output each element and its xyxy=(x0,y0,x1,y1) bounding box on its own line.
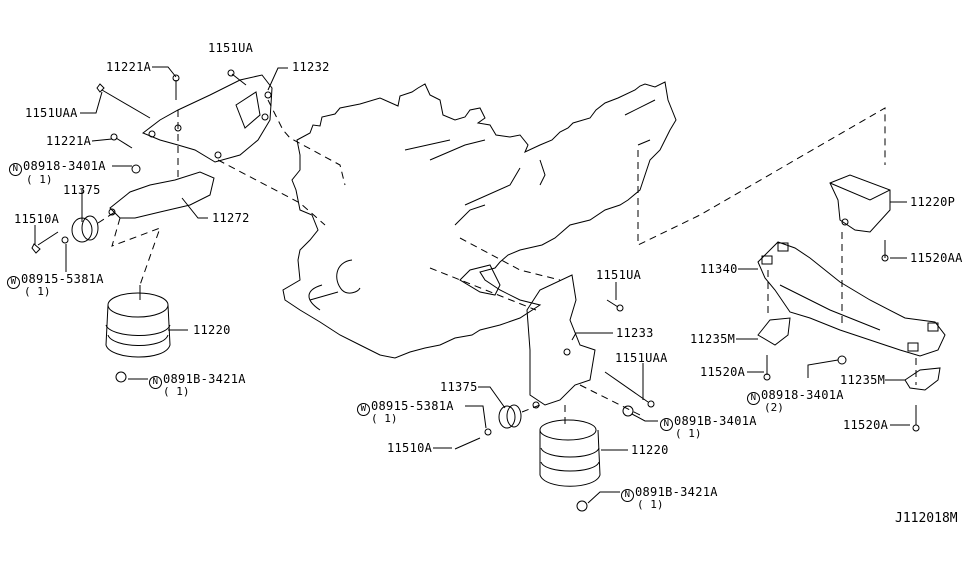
engine-assembly xyxy=(282,81,677,359)
callout-label: 1151UA xyxy=(208,41,254,55)
callout-label: 11232 xyxy=(292,60,330,74)
nut-symbol-icon: N xyxy=(747,392,760,405)
callout-label: 11340 xyxy=(700,262,738,276)
callout-label: 11510A xyxy=(14,212,60,226)
washer-symbol-icon: W xyxy=(7,276,20,289)
nut-symbol-icon: N xyxy=(149,376,162,389)
quantity: ( 1) xyxy=(675,427,702,440)
callout-label: 11220 xyxy=(631,443,669,457)
part-number: 08915-5381A xyxy=(371,399,454,413)
callout-label: 11510A xyxy=(387,441,433,455)
mount-11220-right xyxy=(539,419,601,512)
part-number: 0891B-3421A xyxy=(635,485,718,499)
quantity: ( 1) xyxy=(637,498,664,511)
nut-symbol-icon: N xyxy=(660,418,673,431)
callout-label: 11520A xyxy=(700,365,746,379)
quantity: ( 1) xyxy=(24,285,51,298)
callout-label: 11375 xyxy=(440,380,478,394)
callout-label: 11233 xyxy=(616,326,654,340)
diagram-reference-code: J112018M xyxy=(895,511,958,526)
callout-label: 11520A xyxy=(843,418,889,432)
quantity: ( 1) xyxy=(371,412,398,425)
quantity: ( 1) xyxy=(26,173,53,186)
bracket-11232 xyxy=(142,74,273,163)
crossmember-11340 xyxy=(757,241,946,357)
callout-label: 1151UA xyxy=(596,268,642,282)
part-number: 08915-5381A xyxy=(21,272,104,286)
callout-label: 11221A xyxy=(106,60,152,74)
quantity: (2) xyxy=(764,401,784,414)
part-number: 08918-3401A xyxy=(761,388,844,402)
callout-label: 11235M xyxy=(690,332,736,346)
callout-label: 11221A xyxy=(46,134,92,148)
mount-11220-left xyxy=(105,285,171,383)
nut-symbol-icon: N xyxy=(9,163,22,176)
callout-label: 11220P xyxy=(910,195,956,209)
part-number: 0891B-3421A xyxy=(163,372,246,386)
part-number: 0891B-3401A xyxy=(674,414,757,428)
nut-symbol-icon: N xyxy=(621,489,634,502)
callout-label: 11235M xyxy=(840,373,886,387)
insulator-11272 xyxy=(108,171,215,219)
mount-11220P xyxy=(829,174,891,233)
callout-label: 11520AA xyxy=(910,251,963,265)
callout-label: 11220 xyxy=(193,323,231,337)
bracket-11233 xyxy=(526,274,596,409)
callout-label: 11272 xyxy=(212,211,250,225)
washer-symbol-icon: W xyxy=(357,403,370,416)
callout-label: 1151UAA xyxy=(25,106,78,120)
callout-label: 11375 xyxy=(63,183,101,197)
callout-label: 1151UAA xyxy=(615,351,668,365)
part-number: 08918-3401A xyxy=(23,159,106,173)
quantity: ( 1) xyxy=(163,385,190,398)
